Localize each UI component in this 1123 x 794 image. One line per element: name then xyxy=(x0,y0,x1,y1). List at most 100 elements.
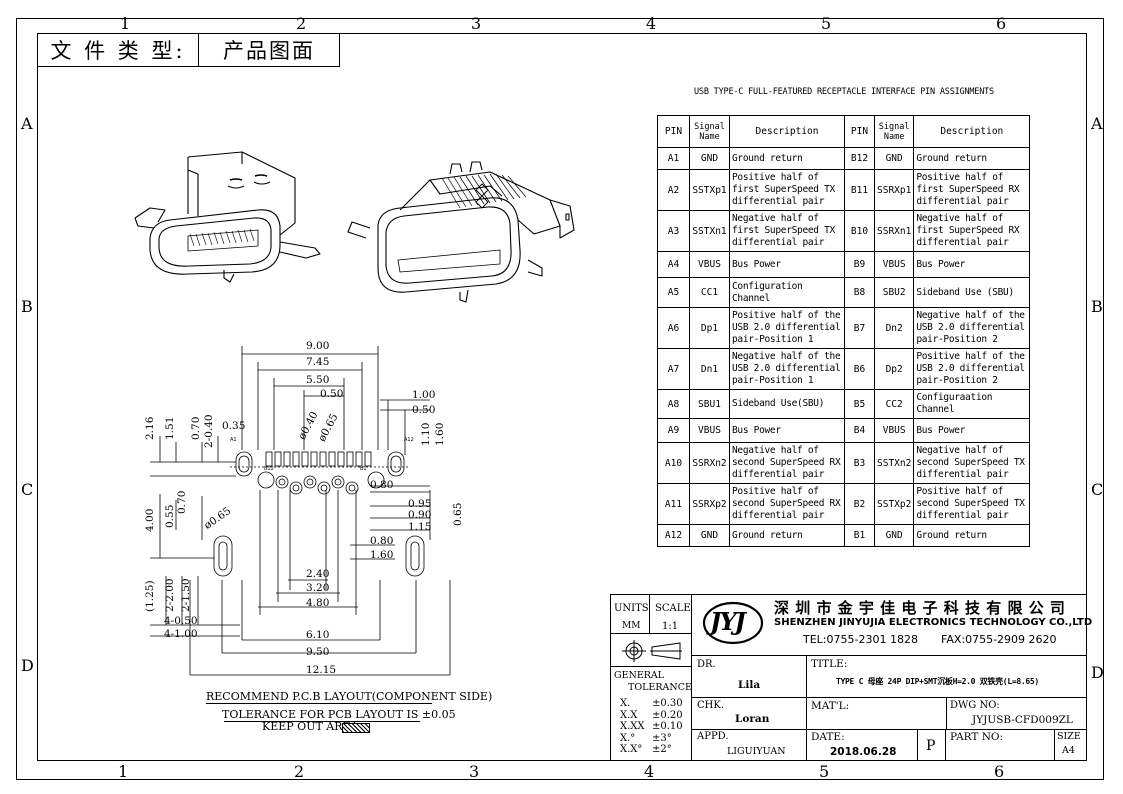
dim-0-90: 0.90 xyxy=(408,509,432,521)
signal-b: SSTXp2 xyxy=(873,483,915,525)
col-desc-b: Description xyxy=(913,115,1031,148)
connector-isometric-views xyxy=(134,151,575,303)
layout-title-note: RECOMMEND P.C.B LAYOUT(COMPONENT SIDE) xyxy=(206,690,493,703)
pin-b: B11 xyxy=(844,169,875,211)
zone-right-d: D xyxy=(1091,663,1104,682)
company-name-cn: 深 圳 市 金 宇 佳 电 子 科 技 有 限 公 司 xyxy=(774,599,1066,617)
dim-0-95: 0.95 xyxy=(408,498,432,510)
tol-val-3: ±3° xyxy=(652,732,672,744)
drawing-inner-frame xyxy=(37,33,1087,761)
pin-b: B12 xyxy=(844,147,875,170)
signal-a: Dp1 xyxy=(689,307,730,349)
signal-a: VBUS xyxy=(689,251,730,278)
part-no-label: PART NO: xyxy=(950,731,1004,743)
pin-table-title: USB TYPE-C FULL-FEATURED RECEPTACLE INTE… xyxy=(694,87,994,97)
tolerance-formats: X. X.X X.XX X.° X.X° xyxy=(620,698,645,756)
zone-left-d: D xyxy=(21,656,34,675)
signal-b: SSTXn2 xyxy=(873,442,915,484)
dim-1-00: 1.00 xyxy=(412,389,436,401)
zone-top-1: 1 xyxy=(120,14,131,33)
zone-bottom-2: 2 xyxy=(294,762,305,781)
dim-5-50: 5.50 xyxy=(306,374,330,386)
drawing-outer-frame xyxy=(16,18,1104,780)
pin-b: B2 xyxy=(844,483,875,525)
zone-bottom-6: 6 xyxy=(994,762,1005,781)
signal-a: SSRXp2 xyxy=(689,483,730,525)
signal-b: CC2 xyxy=(873,389,915,419)
scale-value: 1:1 xyxy=(662,621,679,632)
dr-label: DR. xyxy=(697,659,716,670)
dim-0-80-slot: 0.80 xyxy=(370,535,394,547)
dwg-label: DWG NO: xyxy=(950,700,1000,711)
tol-val-1: ±0.20 xyxy=(652,709,683,721)
zone-left-a: A xyxy=(21,114,33,133)
desc-b: Negative half of second SuperSpeed TX di… xyxy=(913,442,1031,484)
dim-1-10: 1.10 xyxy=(420,422,432,446)
dim-0-70: 0.70 xyxy=(190,416,202,440)
signal-a: GND xyxy=(689,524,730,547)
tolerance-label: TOLERANCE xyxy=(628,682,692,693)
company-name-en: SHENZHEN JINYUJIA ELECTRONICS TECHNOLOGY… xyxy=(774,617,1093,628)
pin-a: A12 xyxy=(657,524,690,547)
zone-right-a: A xyxy=(1091,114,1103,133)
desc-b: Negative half of first SuperSpeed RX dif… xyxy=(913,210,1031,252)
col-signal-a: Signal Name xyxy=(689,115,730,148)
document-type-value: 产品图面 xyxy=(223,39,315,63)
col-pin-a: PIN xyxy=(657,115,690,148)
third-angle-projection-icon xyxy=(622,640,682,662)
pin-a: A3 xyxy=(657,210,690,252)
dwg-value: JYJUSB-CFD009ZL xyxy=(972,714,1073,726)
zone-right-b: B xyxy=(1091,297,1103,316)
pin-b: B5 xyxy=(844,389,875,419)
size-value: A4 xyxy=(1062,745,1075,756)
desc-a: Negative half of first SuperSpeed TX dif… xyxy=(729,210,845,252)
pin-b: B6 xyxy=(844,348,875,390)
pin-a: A1 xyxy=(657,147,690,170)
desc-b: Ground return xyxy=(913,524,1031,547)
chk-value: Loran xyxy=(735,713,770,725)
pin-a: A8 xyxy=(657,389,690,419)
size-label: SIZE xyxy=(1057,731,1081,742)
pin-b: B4 xyxy=(844,418,875,443)
dim-2-16: 2.16 xyxy=(144,416,156,440)
pin-b: B8 xyxy=(844,277,875,308)
dim-12-15: 12.15 xyxy=(306,664,337,676)
pin-label-a1: A1 xyxy=(230,437,237,443)
title-label: TITLE: xyxy=(811,658,848,670)
dim-1-60-slot: 1.60 xyxy=(370,549,394,561)
signal-b: GND xyxy=(873,147,915,170)
company-fax: FAX:0755-2909 2620 xyxy=(941,633,1057,646)
zone-bottom-5: 5 xyxy=(819,762,830,781)
document-type-header: 文 件 类 型: 产品图面 xyxy=(37,33,340,67)
general-label: GENERAL xyxy=(614,670,665,681)
tol-val-0: ±0.30 xyxy=(652,698,683,709)
pin-a: A10 xyxy=(657,442,690,484)
appd-label: APPD. xyxy=(697,731,729,742)
dim-3-20: 3.20 xyxy=(306,582,330,594)
pin-b: B9 xyxy=(844,251,875,278)
dim-2-2-00: 2-2.00 xyxy=(164,578,176,612)
signal-a: SBU1 xyxy=(689,389,730,419)
tol-fmt-3: X.° xyxy=(620,732,636,744)
signal-b: VBUS xyxy=(873,418,915,443)
signal-b: VBUS xyxy=(873,251,915,278)
desc-b: Bus Power xyxy=(913,251,1031,278)
company-tel: TEL:0755-2301 1828 xyxy=(803,633,918,646)
col-signal-b: Signal Name xyxy=(873,115,915,148)
dim-4-00: 4.00 xyxy=(144,508,156,532)
desc-b: Positive half of second SuperSpeed TX di… xyxy=(913,483,1031,525)
dim-1-15: 1.15 xyxy=(408,521,432,533)
signal-a: CC1 xyxy=(689,277,730,308)
col-desc-a: Description xyxy=(729,115,845,148)
dim-2-0-40: 2-0.40 xyxy=(203,414,215,448)
signal-a: Dn1 xyxy=(689,348,730,390)
dim-2-1-50: 2-1.50 xyxy=(180,578,192,612)
pin-label-a12: A12 xyxy=(404,437,414,443)
signal-b: GND xyxy=(873,524,915,547)
